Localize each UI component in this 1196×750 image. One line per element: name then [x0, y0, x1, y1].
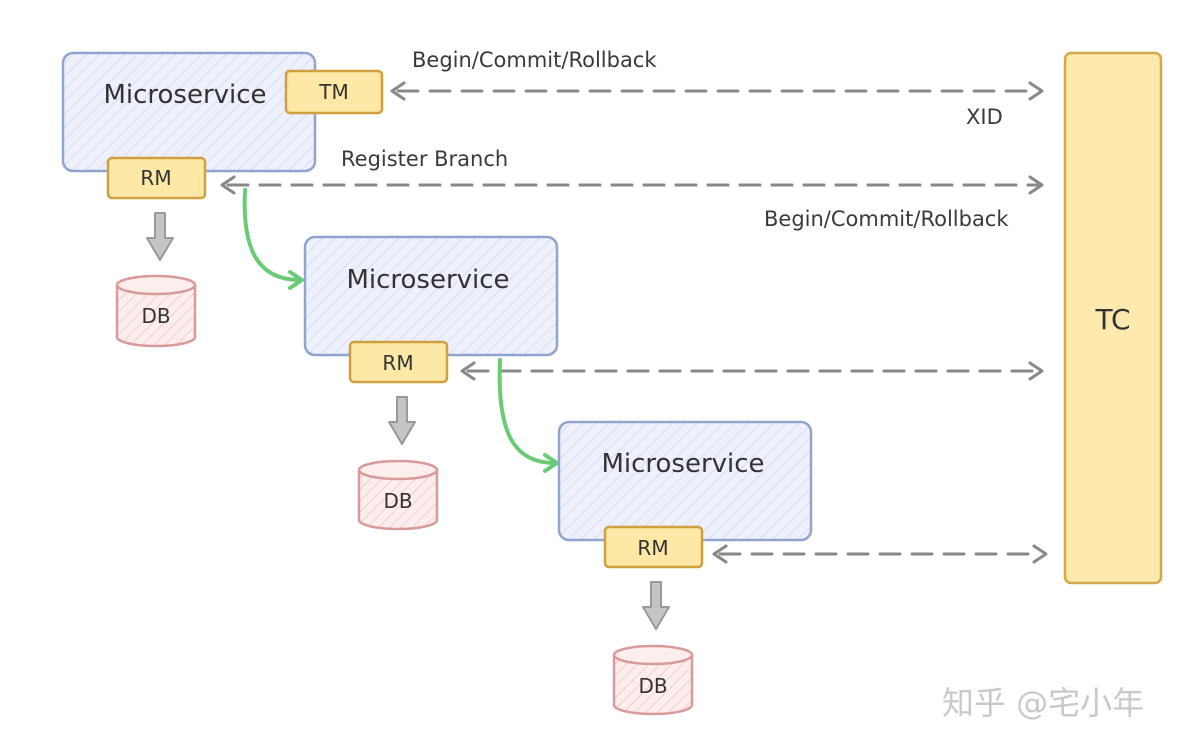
rm-tag-1: RM	[106, 156, 207, 200]
rm3-tc-arrow-head-left	[712, 544, 728, 564]
microservice-3: Microservice	[557, 420, 813, 542]
db-2-label: DB	[383, 489, 412, 513]
rm1-tc-arrow-head-right	[1028, 175, 1044, 195]
tm-tag: TM	[284, 69, 384, 115]
rm1-tc-arrow-head-left	[220, 175, 236, 195]
rm3-tc-arrow-head-right	[1032, 544, 1048, 564]
db-3: DB	[612, 644, 694, 716]
tm-tc-arrow-head-left	[390, 81, 406, 101]
call-arrow-2	[497, 358, 557, 465]
rm-tag-3: RM	[603, 525, 704, 569]
microservice-2-label: Microservice	[346, 265, 509, 295]
register-branch-label: Register Branch	[341, 147, 508, 171]
db-2: DB	[357, 459, 439, 531]
rm2-tc-arrow-head-right	[1028, 361, 1044, 381]
rm-tag-1-label: RM	[140, 166, 171, 190]
db-1: DB	[115, 274, 197, 348]
call-arrow-1-head	[288, 270, 304, 290]
db-arrow-3	[642, 581, 670, 630]
rm-tag-2: RM	[348, 340, 449, 384]
xid-label: XID	[966, 105, 1003, 129]
tc-box: TC	[1063, 51, 1163, 585]
call-arrow-1	[242, 188, 302, 282]
tm-tag-label: TM	[318, 80, 348, 104]
call-arrow-2-head	[543, 453, 559, 473]
tc-label: TC	[1094, 303, 1130, 336]
db-arrow-2	[388, 396, 416, 445]
microservice-2: Microservice	[303, 235, 559, 357]
db-3-label: DB	[638, 674, 667, 698]
db-arrow-1	[146, 212, 174, 261]
rm-arrow-label: Begin/Commit/Rollback	[764, 207, 1009, 231]
rm2-tc-arrow-head-left	[460, 361, 476, 381]
db-1-label: DB	[141, 304, 170, 328]
microservice-1-label: Microservice	[103, 80, 266, 110]
microservice-3-label: Microservice	[601, 449, 764, 479]
tm-arrow-label: Begin/Commit/Rollback	[412, 48, 657, 72]
rm-tag-3-label: RM	[637, 536, 668, 560]
watermark: 知乎 @宅小年	[942, 684, 1144, 722]
tm-tc-arrow-head-right	[1028, 81, 1044, 101]
rm-tag-2-label: RM	[382, 351, 413, 375]
microservice-1: Microservice	[61, 51, 317, 173]
